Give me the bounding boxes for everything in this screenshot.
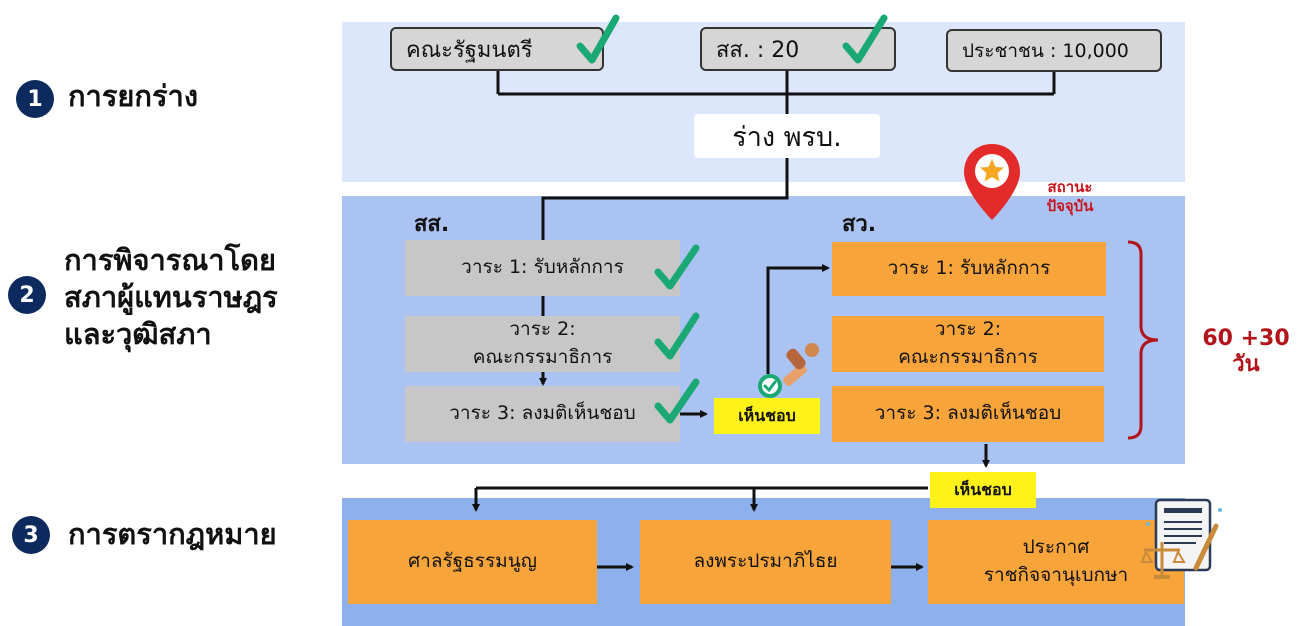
senate-reading-3: วาระ 3: ลงมติเห็นชอบ — [832, 386, 1104, 442]
draft-bill-label: ร่าง พรบ. — [732, 121, 842, 153]
location-pin-icon — [964, 144, 1020, 220]
source-people-label: ประชาชน : 10,000 — [962, 39, 1129, 62]
house-label: สส. — [414, 212, 450, 237]
house-reading-2: วาระ 2: คณะกรรมาธิการ — [405, 316, 680, 372]
check-icon — [842, 14, 888, 64]
step-2-number: 2 — [8, 276, 46, 314]
connector-approval-to-senate — [766, 264, 830, 374]
senate-bracket — [1127, 240, 1159, 440]
check-icon — [654, 378, 700, 424]
legal-document-icon — [1140, 498, 1222, 579]
source-cabinet: คณะรัฐมนตรี — [390, 27, 604, 71]
constitutional-court-box: ศาลรัฐธรรมนูญ — [348, 520, 597, 604]
step-3-title: การตรากฎหมาย — [68, 517, 277, 551]
royal-gazette-box: ประกาศ ราชกิจจานุเบกษา — [928, 520, 1184, 604]
step-1-number: 1 — [16, 80, 54, 118]
connector-draft-to-house — [541, 158, 789, 240]
house-reading-1: วาระ 1: รับหลักการ — [405, 240, 680, 296]
senate-label: สว. — [842, 212, 877, 237]
house-reading-3: วาระ 3: ลงมติเห็นชอบ — [405, 386, 680, 442]
step-3-number: 3 — [12, 516, 50, 554]
check-icon — [576, 14, 620, 64]
duration-label: 60 +30 วัน — [1202, 326, 1290, 378]
step-1-title: การยกร่าง — [68, 79, 198, 113]
senate-reading-2: วาระ 2: คณะกรรมาธิการ — [832, 316, 1104, 372]
current-status-label: สถานะ ปัจจุบัน — [1046, 178, 1094, 215]
royal-assent-box: ลงพระปรมาภิไธย — [640, 520, 891, 604]
check-icon — [654, 244, 700, 290]
source-cabinet-label: คณะรัฐมนตรี — [406, 37, 533, 63]
check-icon — [654, 312, 700, 360]
approval-tag-house: เห็นชอบ — [714, 398, 820, 434]
senate-reading-1: วาระ 1: รับหลักการ — [832, 242, 1106, 296]
step-2-title: การพิจารณาโดย สภาผู้แทนราษฎร และวุฒิสภา — [64, 243, 278, 352]
draft-bill-box: ร่าง พรบ. — [694, 114, 880, 158]
source-people: ประชาชน : 10,000 — [946, 29, 1162, 72]
approval-tag-senate: เห็นชอบ — [930, 472, 1036, 508]
approval-stamp-icon — [758, 343, 819, 398]
source-mps-label: สส. : 20 — [716, 37, 800, 63]
